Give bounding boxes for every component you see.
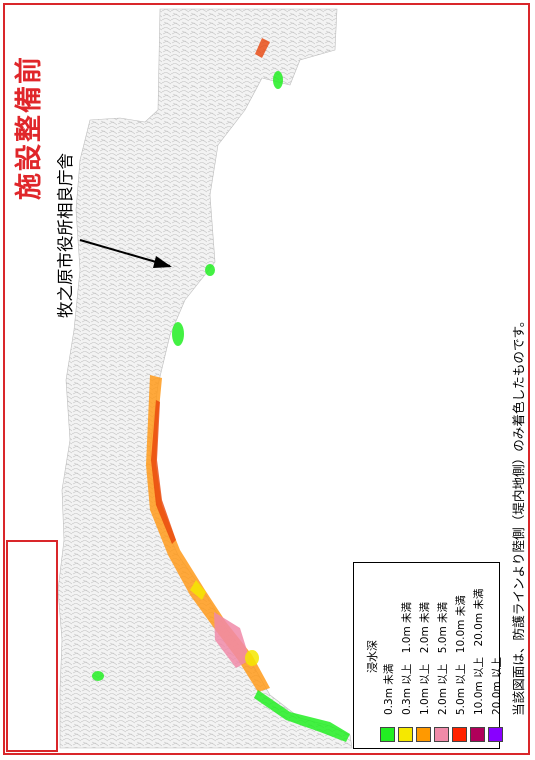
legend-swatch [488, 727, 503, 742]
legend-item: 2.0m 以上 5.0m 未満 [434, 563, 452, 748]
legend-swatch [398, 727, 413, 742]
map-note: 当該図面は、防護ラインより陸側（堤内地側）のみ着色したものです。 [511, 314, 526, 717]
inundation-coast-yellow [190, 580, 206, 600]
legend-item: 1.0m 以上 2.0m 未満 [416, 563, 434, 748]
legend-title: 浸水深 [366, 640, 379, 673]
inundation-coast-red [151, 400, 176, 544]
inundation-patch [245, 650, 259, 666]
land-area [57, 8, 353, 749]
legend-label: 5.0m 以上 10.0m 未満 [455, 595, 467, 715]
legend-item: 0.3m 以上 1.0m 未満 [398, 563, 416, 748]
legend-item: 10.0m 以上 20.0m 未満 [470, 563, 488, 748]
legend-label: 0.3m 未満 [383, 663, 395, 715]
inundation-coast-pink [214, 612, 250, 668]
inundation-patch [92, 671, 104, 681]
arrow-head [153, 256, 172, 268]
inundation-coast-green [254, 690, 350, 742]
legend-item: 20.0m 以上 [488, 563, 506, 748]
legend-swatch [470, 727, 485, 742]
inundation-patch [172, 322, 184, 346]
legend-item: 0.3m 未満 [380, 563, 398, 748]
legend-label: 1.0m 以上 2.0m 未満 [419, 601, 431, 715]
legend-swatch [434, 727, 449, 742]
title-box [6, 540, 58, 752]
legend-label: 20.0m 以上 [491, 657, 503, 715]
legend-swatch [416, 727, 431, 742]
inundation-strip-north [255, 38, 270, 58]
legend-swatch [452, 727, 467, 742]
map-title: 施設整備前 [14, 55, 45, 200]
legend-label: 2.0m 以上 5.0m 未満 [437, 601, 449, 715]
legend: 浸水深 0.3m 未満 0.3m 以上 1.0m 未満 1.0m 以上 2.0m… [353, 562, 503, 749]
legend-item: 5.0m 以上 10.0m 未満 [452, 563, 470, 748]
legend-swatch [380, 727, 395, 742]
legend-label: 0.3m 以上 1.0m 未満 [401, 601, 413, 715]
inundation-patch [273, 71, 283, 89]
city-hall-label: 牧之原市役所相良庁舎 [56, 153, 75, 318]
inundation-patch [205, 264, 215, 276]
legend-label: 10.0m 以上 20.0m 未満 [473, 588, 485, 715]
